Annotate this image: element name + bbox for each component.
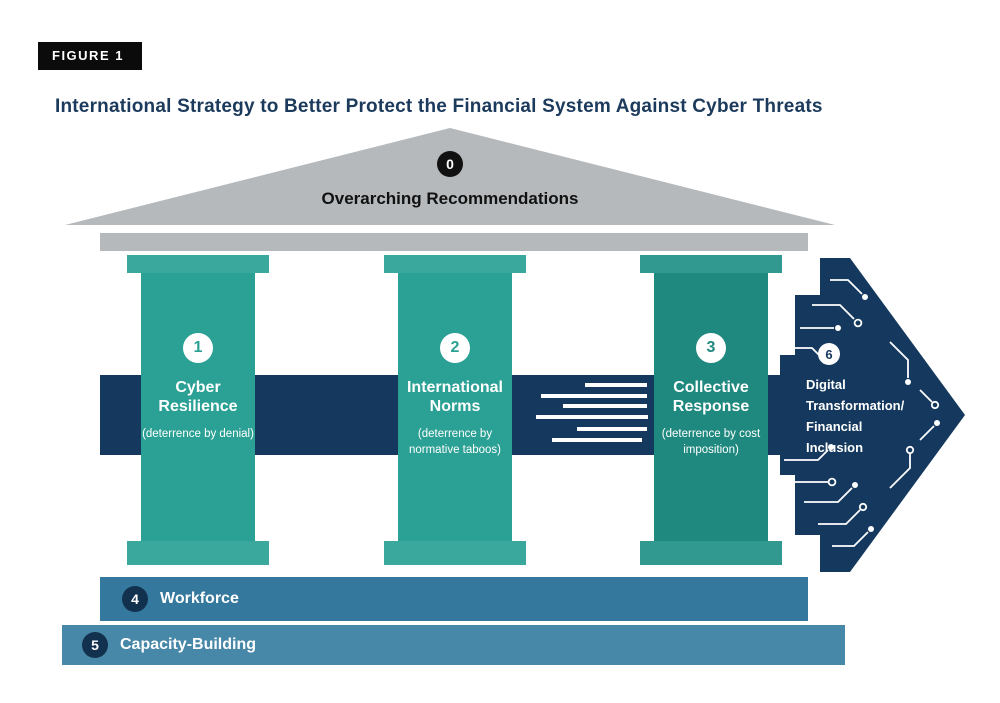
pillar-title: Collective Response <box>672 379 750 416</box>
step-label: Capacity-Building <box>120 636 257 653</box>
pillar-subtitle: (deterrence by cost imposition) <box>661 428 761 456</box>
pillar-shaft <box>654 273 768 541</box>
pillar-base <box>640 541 782 565</box>
arrow-label: Digital Transformation/ Financial Inclus… <box>806 377 905 456</box>
step-capacity-building: 5 Capacity-Building <box>62 625 845 665</box>
pillar-shaft <box>398 273 512 541</box>
pillar-content: 2 International Norms (deterrence by nor… <box>394 333 516 458</box>
pediment-label: Overarching Recommendations <box>321 189 579 208</box>
figure-number-label: FIGURE 1 <box>38 42 142 70</box>
badge-3: 3 <box>696 333 726 363</box>
figure-title: International Strategy to Better Protect… <box>55 96 823 117</box>
pillar-capital <box>384 255 526 273</box>
pillar-collective-response: 3 Collective Response (deterrence by cos… <box>640 255 782 565</box>
badge-1: 1 <box>183 333 213 363</box>
pillar-content: 1 Cyber Resilience (deterrence by denial… <box>137 333 259 443</box>
pillar-cyber-resilience: 1 Cyber Resilience (deterrence by denial… <box>127 255 269 565</box>
pillar-base <box>127 541 269 565</box>
badge-4: 4 <box>122 586 148 612</box>
badge-0: 0 <box>437 151 463 177</box>
pillar-subtitle: (deterrence by denial) <box>142 428 254 441</box>
pillar-capital <box>127 255 269 273</box>
pillar-shaft <box>141 273 255 541</box>
badge-5: 5 <box>82 632 108 658</box>
badge-6: 6 <box>818 343 840 365</box>
step-label: Workforce <box>160 590 239 607</box>
temple-architrave <box>100 233 808 251</box>
pillar-international-norms: 2 International Norms (deterrence by nor… <box>384 255 526 565</box>
step-workforce: 4 Workforce <box>100 577 808 621</box>
pillar-subtitle: (deterrence by normative taboos) <box>408 428 502 456</box>
pillar-title: International Norms <box>406 379 503 416</box>
pillar-title: Cyber Resilience <box>158 379 238 416</box>
pillar-base <box>384 541 526 565</box>
badge-2: 2 <box>440 333 470 363</box>
pillar-content: 3 Collective Response (deterrence by cos… <box>650 333 772 458</box>
arrow-polygon <box>780 258 965 572</box>
pillar-capital <box>640 255 782 273</box>
